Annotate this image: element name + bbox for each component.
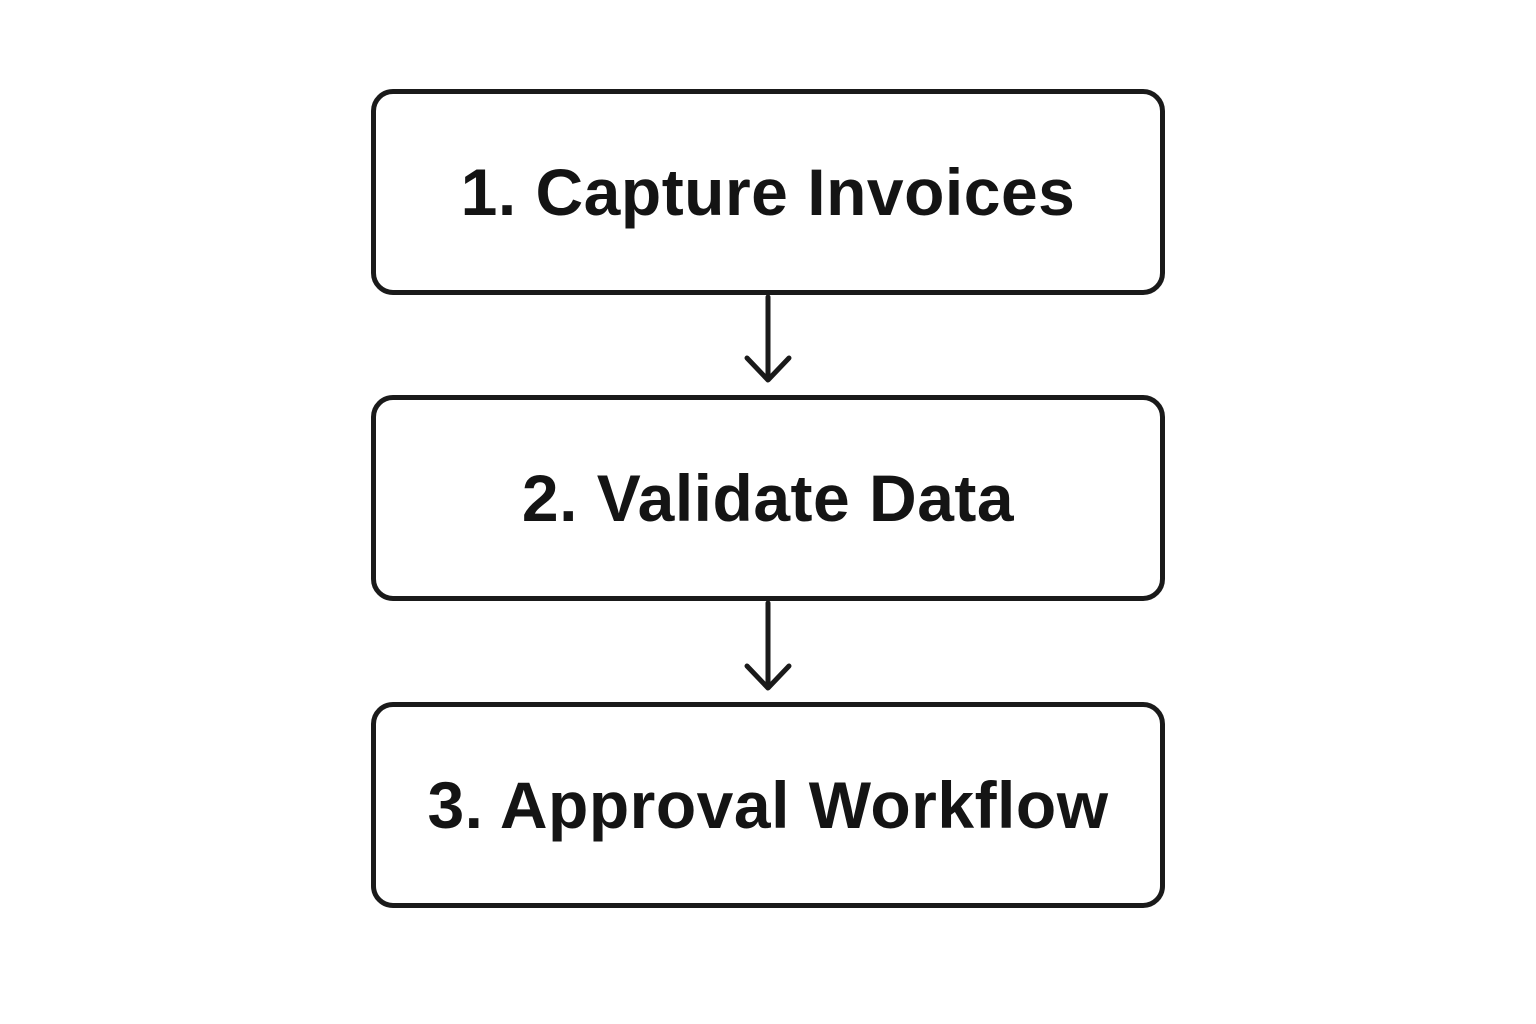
step-label: 1. Capture Invoices — [460, 155, 1076, 229]
arrow-head-icon — [744, 663, 792, 691]
arrow-step-2-to-3 — [744, 600, 792, 691]
arrow-head-icon — [744, 355, 792, 383]
step-box-approval-workflow: 3. Approval Workflow — [371, 702, 1165, 908]
step-box-capture-invoices: 1. Capture Invoices — [371, 89, 1165, 295]
step-box-validate-data: 2. Validate Data — [371, 395, 1165, 601]
arrow-step-1-to-2 — [744, 294, 792, 383]
step-label: 3. Approval Workflow — [427, 768, 1109, 842]
step-label: 2. Validate Data — [521, 461, 1015, 535]
